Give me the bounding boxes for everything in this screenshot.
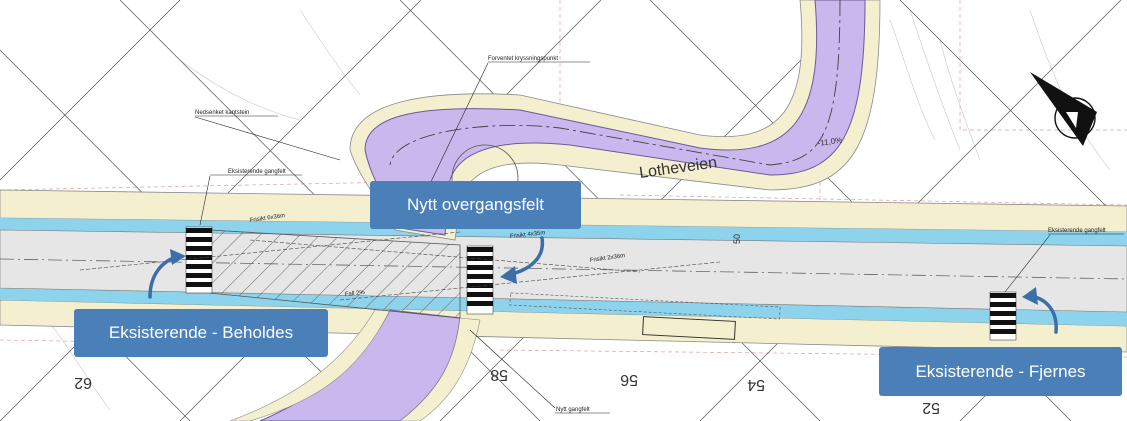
label-sight-4x35: Frisikt 4x35m	[510, 230, 546, 240]
label-leaders	[194, 62, 1051, 409]
arrowhead-new	[500, 266, 517, 284]
arrowhead-remove	[1022, 287, 1038, 305]
label-existing-crosswalk-right: Eksisterende gangfelt	[1048, 228, 1106, 234]
callout-existing-kept: Eksisterende - Beholdes	[74, 309, 328, 357]
label-existing-crosswalk-left: Eksisterende gangfelt	[228, 169, 286, 175]
label-fall-2: Fall 2%	[345, 290, 366, 298]
bus-stop-platform	[642, 316, 736, 340]
label-sight-6x36: Frisikt 6x36m	[249, 213, 285, 224]
zebra-crossing-existing-right	[989, 291, 1017, 341]
label-new-crosswalk: Nytt gangfelt	[556, 407, 590, 413]
sight-lines	[79, 231, 721, 301]
lot-number-50: 50	[732, 234, 742, 244]
lot-number-56: 56	[620, 371, 638, 388]
callout-existing-removed: Eksisterende - Fjernes	[879, 347, 1122, 396]
label-expected-crossing: Forventet kryssningspunkt	[488, 56, 558, 62]
arrowhead-keep	[170, 249, 186, 265]
zebra-crossing-new	[466, 245, 494, 315]
callout-new-crossing: Nytt overgangsfelt	[370, 181, 581, 229]
blue-strip-north	[0, 218, 1127, 246]
lot-number-52: 52	[922, 399, 940, 416]
label-lowered-curb: Nedsenket kantstein	[195, 110, 249, 116]
gradient-label: -11,0%	[817, 136, 843, 148]
lot-number-62: 62	[74, 374, 92, 391]
label-sight-2x36: Frisikt 2x36m	[589, 253, 625, 264]
lot-number-54: 54	[747, 376, 765, 393]
bus-bay-outline	[509, 292, 781, 320]
lot-number-58: 58	[490, 366, 508, 383]
north-arrow-icon	[1030, 72, 1097, 146]
zebra-crossing-existing-left	[185, 226, 213, 294]
